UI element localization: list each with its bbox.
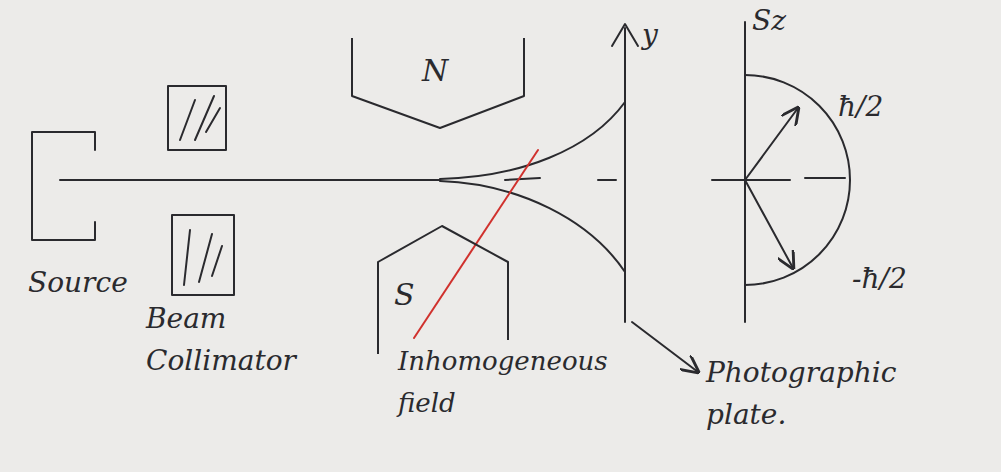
pole-letter: S bbox=[392, 280, 417, 310]
collimator-label: Beam Collimator bbox=[146, 298, 316, 382]
plate-label: Photographic plate. bbox=[706, 352, 916, 436]
south-pole: S bbox=[374, 222, 512, 354]
spin-up-label: ħ/2 bbox=[838, 86, 958, 128]
field-label: Inhomogeneous field bbox=[398, 340, 613, 424]
pole-letter: N bbox=[420, 56, 450, 86]
spin-down-label: -ħ/2 bbox=[852, 258, 972, 300]
spin-axis-label: Sz bbox=[752, 0, 812, 42]
north-pole: N bbox=[348, 38, 528, 133]
source-label: Source bbox=[28, 262, 188, 304]
axis-label: y bbox=[642, 14, 682, 56]
